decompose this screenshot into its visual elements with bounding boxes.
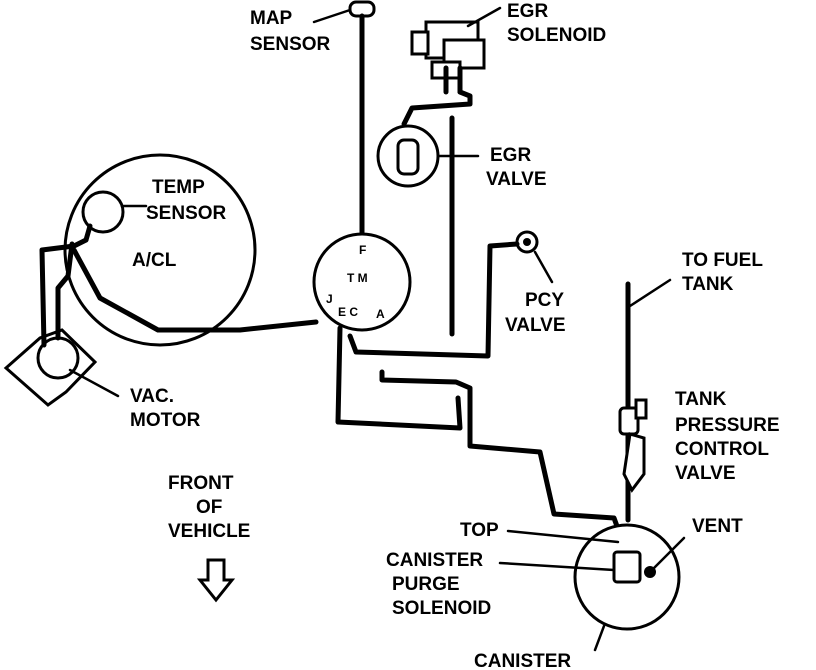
port-a-label: A xyxy=(376,307,385,321)
front-arrow-icon xyxy=(196,558,236,603)
pcv-valve-leader xyxy=(533,250,554,284)
hose-pcv xyxy=(347,241,520,359)
fuel-tank-leader xyxy=(628,278,672,308)
port-f-label: F xyxy=(359,243,366,257)
hose-to-canister xyxy=(379,369,625,543)
egr-solenoid xyxy=(410,20,486,95)
to-fuel-tank-label-line2: TANK xyxy=(682,274,734,295)
front-of-vehicle-label-line1: FRONT xyxy=(168,473,234,494)
canister-leader xyxy=(593,624,606,652)
vac-motor xyxy=(39,237,89,348)
egr-valve-label-line2: VALVE xyxy=(486,169,547,190)
purge-solenoid-leader xyxy=(498,561,616,572)
tpcv-label-line2: PRESSURE xyxy=(675,415,780,436)
vac-motor-label-line2: MOTOR xyxy=(130,410,201,431)
pcv-valve-label-line2: VALVE xyxy=(505,315,566,336)
port-ec-label: E C xyxy=(338,305,358,319)
tpcv-label-line3: CONTROL xyxy=(675,439,769,460)
egr-valve-label-line1: EGR xyxy=(490,145,531,166)
canister xyxy=(573,523,681,631)
vac-motor-leader xyxy=(68,368,120,398)
map-sensor-leader xyxy=(312,8,352,24)
tank-pressure-control-valve xyxy=(618,398,648,493)
tpcv-label-line1: TANK xyxy=(675,389,727,410)
map-sensor-label-line1: MAP xyxy=(250,8,293,29)
hose-temp-sensor-to-tvs xyxy=(71,247,319,333)
egr-solenoid-label-line2: SOLENOID xyxy=(507,25,606,46)
hose-manifold-loop xyxy=(335,325,463,431)
throttle-body: F T M J E C A xyxy=(312,232,412,332)
pcv-valve-label-line1: PCY xyxy=(525,290,564,311)
purge-solenoid-label-line3: SOLENOID xyxy=(392,598,491,619)
front-of-vehicle-label-line3: VEHICLE xyxy=(168,521,250,542)
top-leader xyxy=(506,529,620,544)
canister-label: CANISTER xyxy=(474,651,571,670)
vent-leader xyxy=(650,536,686,572)
temp-sensor-label-line1: TEMP xyxy=(152,177,205,198)
top-label: TOP xyxy=(460,520,499,541)
purge-solenoid-label-line2: PURGE xyxy=(392,574,460,595)
egr-solenoid-label-line1: EGR xyxy=(507,1,548,22)
air-cleaner-label: A/CL xyxy=(132,250,177,271)
vac-motor-label-line1: VAC. xyxy=(130,386,174,407)
vent-label: VENT xyxy=(692,516,743,537)
to-fuel-tank-label-line1: TO FUEL xyxy=(682,250,763,271)
port-j-label: J xyxy=(326,292,333,306)
temp-sensor-label-line2: SENSOR xyxy=(146,203,227,224)
snorkel xyxy=(3,328,98,407)
port-tm-label: T M xyxy=(347,271,368,285)
front-of-vehicle-label-line2: OF xyxy=(196,497,222,518)
pcv-valve xyxy=(515,230,539,254)
purge-solenoid-label-line1: CANISTER xyxy=(386,550,483,571)
egr-solenoid-leader xyxy=(466,6,502,28)
egr-valve xyxy=(376,124,440,188)
hose-egr-solenoid-to-egr-valve xyxy=(401,89,473,127)
tpcv-label-line4: VALVE xyxy=(675,463,736,484)
map-sensor-label-line2: SENSOR xyxy=(250,34,331,55)
